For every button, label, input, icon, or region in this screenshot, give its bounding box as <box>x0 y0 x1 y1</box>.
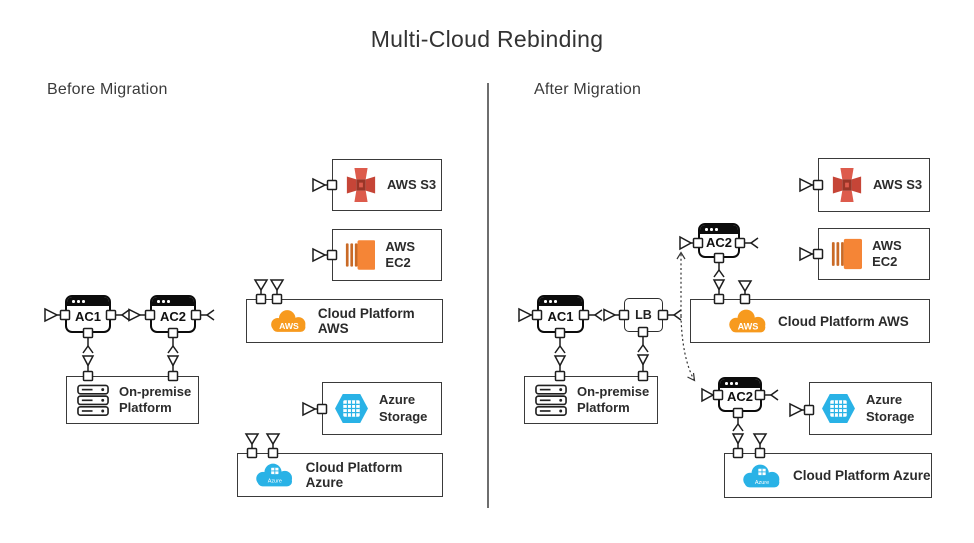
window-titlebar-icon <box>720 379 760 388</box>
before-ac2-label: AC2 <box>159 309 186 324</box>
azure-storage-hexagon-icon <box>335 393 368 424</box>
aws-cloud-logo: AWS <box>271 310 306 332</box>
window-titlebar-icon <box>539 297 582 306</box>
after-azure-platform: Azure Cloud Platform Azure <box>724 453 932 498</box>
server-stack-icon <box>535 384 567 416</box>
after-ac2-azure-label: AC2 <box>726 389 753 404</box>
before-azure-platform-label: Cloud Platform Azure <box>305 460 403 490</box>
after-ac2-azure-component: AC2 <box>718 377 762 412</box>
after-migration-heading: After Migration <box>534 81 642 98</box>
server-stack-icon <box>77 384 109 416</box>
azure-cloud-logo: Azure <box>256 463 293 487</box>
after-azure-platform-label: Cloud Platform Azure <box>793 468 931 483</box>
after-lb-component: LB <box>624 298 663 332</box>
svg-text:Azure: Azure <box>755 479 769 485</box>
before-aws-s3-service: AWS S3 <box>332 159 442 211</box>
after-ac2-aws-label: AC2 <box>705 235 732 250</box>
after-ac1-component: AC1 <box>537 295 584 333</box>
aws-s3-icon <box>346 168 376 202</box>
azure-cloud-logo: Azure <box>743 464 780 487</box>
aws-cloud-logo: AWS <box>729 309 766 333</box>
before-ac1-component: AC1 <box>65 295 111 333</box>
before-aws-platform: AWS Cloud Platform AWS <box>246 299 443 343</box>
after-aws-s3-service: AWS S3 <box>818 158 930 212</box>
aws-ec2-icon <box>831 238 863 270</box>
before-aws-platform-label: Cloud Platform AWS <box>317 306 415 336</box>
before-azure-platform: Azure Cloud Platform Azure <box>237 453 443 497</box>
before-ac2-component: AC2 <box>150 295 196 333</box>
after-aws-ec2-service: AWS EC2 <box>818 228 930 280</box>
before-aws-ec2-label: AWS EC2 <box>385 238 416 270</box>
window-titlebar-icon <box>152 297 194 306</box>
before-aws-s3-label: AWS S3 <box>387 176 437 192</box>
before-migration-heading: Before Migration <box>47 81 168 98</box>
aws-ec2-icon <box>345 240 376 270</box>
aws-s3-icon <box>832 168 862 202</box>
window-titlebar-icon <box>67 297 109 306</box>
after-aws-platform: AWS Cloud Platform AWS <box>690 299 930 343</box>
before-aws-ec2-service: AWS EC2 <box>332 229 442 281</box>
after-lb-label: LB <box>635 308 652 322</box>
azure-storage-hexagon-icon <box>822 393 855 424</box>
after-aws-ec2-label: AWS EC2 <box>872 237 902 269</box>
after-aws-s3-label: AWS S3 <box>873 176 923 192</box>
svg-text:Azure: Azure <box>268 479 282 485</box>
svg-text:AWS: AWS <box>738 322 759 332</box>
after-aws-platform-label: Cloud Platform AWS <box>778 313 909 329</box>
window-titlebar-icon <box>700 225 738 234</box>
page-title: Multi-Cloud Rebinding <box>370 26 604 52</box>
svg-text:AWS: AWS <box>279 321 299 331</box>
after-ac2-aws-component: AC2 <box>698 223 740 258</box>
before-ac1-label: AC1 <box>74 309 101 324</box>
after-ac1-label: AC1 <box>547 309 574 324</box>
